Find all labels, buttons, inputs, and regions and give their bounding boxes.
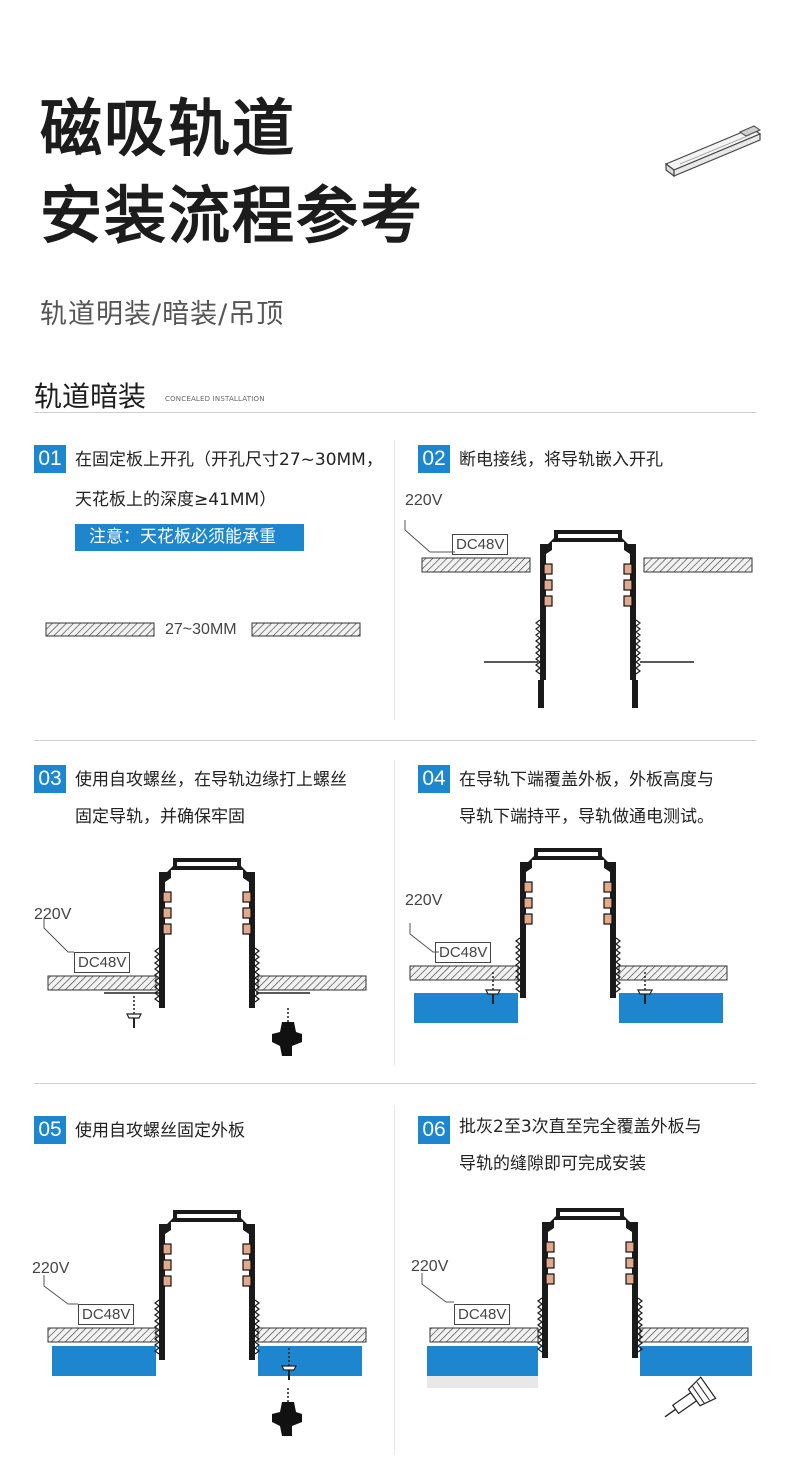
step-05-badge: 05 (34, 1116, 66, 1144)
step-02-badge: 02 (418, 445, 450, 473)
step-02-220v-label: 220V (405, 492, 443, 509)
step-05-220v-label: 220V (32, 1260, 70, 1277)
step-02-dc48v-label: DC48V (452, 534, 509, 555)
step-03-badge: 03 (34, 765, 66, 793)
step-03-dc48v-label: DC48V (74, 952, 131, 973)
step-01-badge: 01 (34, 445, 66, 473)
step-04-dc48v-label: DC48V (435, 942, 492, 963)
step-03-rail-diagram (43, 857, 367, 1057)
putty-knife-icon (664, 1376, 717, 1418)
column-divider-2 (394, 760, 395, 1065)
column-divider-3 (394, 1105, 395, 1455)
step-06-dc48v-label: DC48V (454, 1304, 511, 1325)
track-product-icon (664, 125, 762, 178)
step-06-220v-label: 220V (411, 1258, 449, 1275)
step-06-text-line2: 导轨的缝隙即可完成安装 (459, 1154, 646, 1174)
row-divider-2 (34, 1083, 756, 1084)
section-title-en: CONCEALED INSTALLATION (165, 395, 265, 403)
step-01-text-line1: 在固定板上开孔（开孔尺寸27~30MM， (75, 450, 383, 470)
section-divider (34, 412, 756, 413)
step-01-drilled-board (45, 622, 361, 637)
step-02-text-line1: 断电接线，将导轨嵌入开孔 (459, 450, 663, 470)
section-title: 轨道暗装 (34, 380, 147, 413)
step-04-220v-label: 220V (405, 892, 443, 909)
step-05-text-line1: 使用自攻螺丝固定外板 (75, 1121, 245, 1141)
step-03-text-line2: 固定导轨，并确保牢固 (75, 807, 245, 827)
step-01-note: 注意：天花板必须能承重 (75, 524, 304, 551)
step-06-rail-diagram (421, 1207, 752, 1418)
step-03-220v-label: 220V (34, 906, 72, 923)
step-04-text-line1: 在导轨下端覆盖外板，外板高度与 (459, 770, 714, 790)
page-subtitle: 轨道明装/暗装/吊顶 (40, 299, 285, 330)
step-06-badge: 06 (418, 1116, 450, 1144)
step-01-hole-size-label: 27~30MM (165, 621, 237, 638)
row-divider-1 (34, 740, 756, 741)
step-06-text-line1: 批灰2至3次直至完全覆盖外板与 (459, 1117, 702, 1137)
step-04-badge: 04 (418, 765, 450, 793)
step-01-text-line2: 天花板上的深度≥41MM） (75, 490, 277, 510)
step-05-dc48v-label: DC48V (78, 1304, 135, 1325)
page-title-line1: 磁吸轨道 (40, 92, 297, 165)
step-04-text-line2: 导轨下端持平，导轨做通电测试。 (459, 807, 714, 827)
column-divider-1 (394, 440, 395, 720)
step-05-rail-diagram (43, 1209, 367, 1437)
step-04-rail-diagram (409, 847, 728, 1023)
page-title-line2: 安装流程参考 (40, 179, 425, 252)
step-02-rail-diagram (404, 520, 753, 708)
step-03-text-line1: 使用自攻螺丝，在导轨边缘打上螺丝 (75, 770, 347, 790)
